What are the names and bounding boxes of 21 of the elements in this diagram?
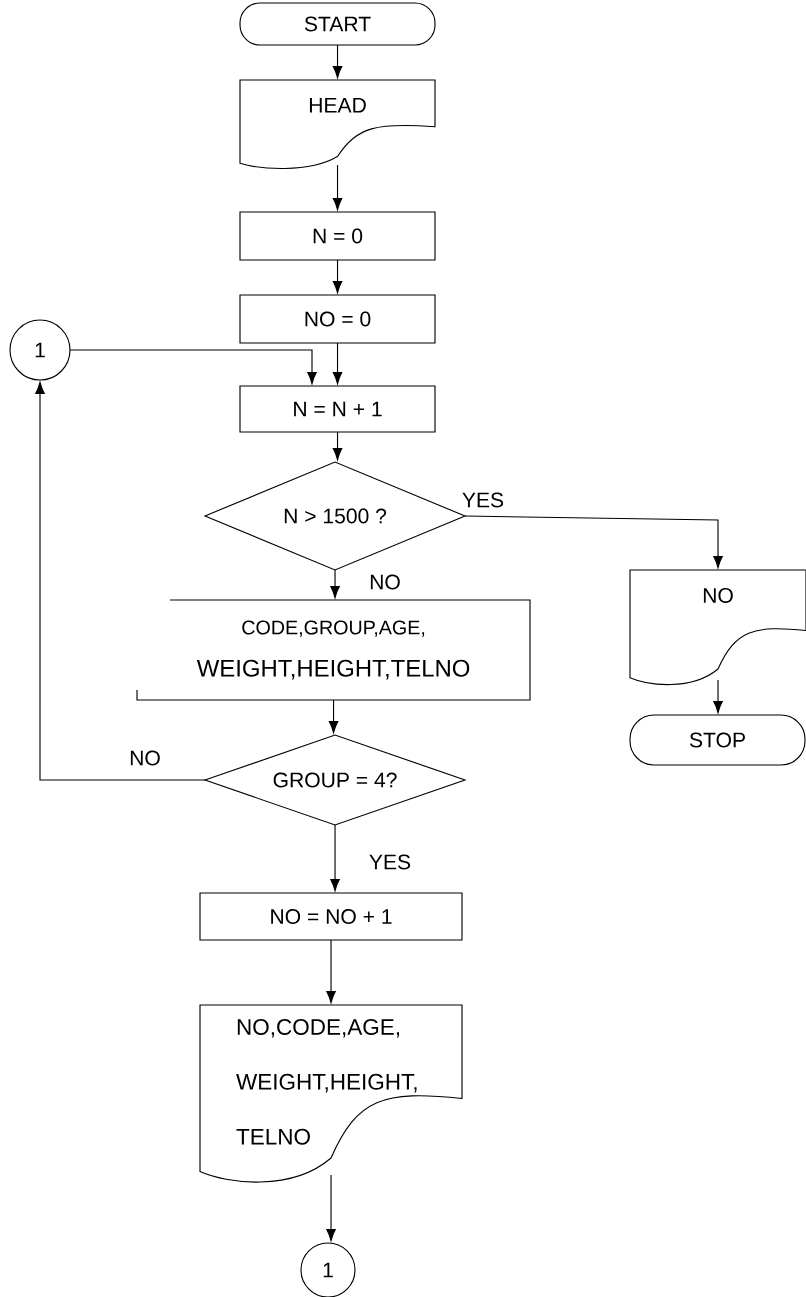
arrow bbox=[330, 824, 340, 892]
process-box: NO = NO + 1 bbox=[199, 892, 463, 941]
process-box: N = N + 1 bbox=[239, 385, 436, 433]
arrow bbox=[332, 44, 343, 79]
arrow bbox=[326, 939, 336, 1004]
arrow bbox=[713, 679, 723, 714]
arrow bbox=[326, 1174, 336, 1242]
arrow bbox=[328, 699, 339, 734]
arrow bbox=[332, 342, 343, 385]
arrow bbox=[464, 515, 723, 569]
arrow bbox=[69, 349, 317, 385]
process-box: N = 0 bbox=[239, 211, 436, 261]
process-box: NO = 0 bbox=[239, 294, 436, 344]
edge-label: NO bbox=[127, 749, 163, 767]
arrow bbox=[330, 569, 340, 599]
arrow bbox=[332, 259, 343, 294]
edge-label: YES bbox=[367, 853, 413, 871]
arrow bbox=[332, 164, 343, 211]
arrow bbox=[35, 381, 206, 781]
arrow bbox=[332, 431, 343, 461]
edge-label: NO bbox=[367, 573, 403, 591]
